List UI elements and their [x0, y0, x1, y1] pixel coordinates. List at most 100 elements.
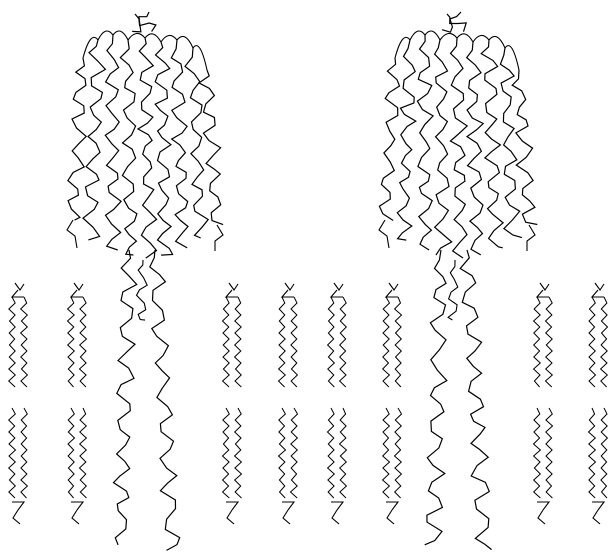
lipid-tail: [328, 408, 335, 498]
head-helix: [512, 70, 537, 225]
lipid-head-upper: [74, 283, 83, 290]
stalk-helix: [150, 250, 180, 550]
head-helix: [467, 42, 484, 255]
head-helix: [105, 35, 121, 250]
head-helix: [397, 40, 416, 240]
lipid-tail: [223, 297, 230, 387]
lipid-tail: [340, 297, 347, 387]
lipid-glycerol-lower: [537, 502, 549, 510]
helix-cap: [442, 12, 461, 32]
head-helix: [83, 40, 105, 240]
lipid-head-upper: [540, 283, 549, 290]
head-helix: [138, 38, 157, 258]
lipid-head-lower: [283, 510, 290, 524]
lipid-glycerol-upper: [537, 290, 549, 297]
head-helix: [417, 35, 433, 250]
lipid-glycerol-lower: [71, 502, 83, 510]
lipid-tail: [80, 408, 87, 498]
lipid-tail: [80, 297, 87, 387]
lipid-tail: [68, 297, 75, 387]
loop: [489, 36, 505, 48]
head-helix: [435, 40, 452, 255]
lipid-head-upper: [285, 283, 294, 290]
loop: [410, 31, 425, 40]
lipid-tail: [9, 408, 16, 498]
lipid-tail: [601, 408, 608, 498]
lipid-molecule: [223, 283, 242, 524]
head-helix: [379, 58, 399, 221]
lipid-tail: [279, 297, 286, 387]
head-helix: [185, 48, 208, 238]
lipid-molecule: [328, 283, 347, 524]
lipid-glycerol-upper: [282, 290, 294, 297]
lipid-head-lower: [227, 510, 234, 524]
lipid-glycerol-lower: [226, 502, 238, 510]
lipid-head-upper: [334, 283, 343, 290]
lipid-head-upper: [15, 283, 24, 290]
lipid-glycerol-upper: [331, 290, 343, 297]
lipid-head-upper: [389, 283, 398, 290]
lipid-molecule: [9, 283, 28, 524]
loop: [440, 33, 457, 40]
head-helix: [68, 58, 86, 220]
lipid-glycerol-upper: [226, 290, 238, 297]
lipid-glycerol-lower: [12, 502, 24, 510]
lipid-tail: [546, 408, 553, 498]
protein-left: [67, 12, 223, 550]
lipid-head-upper: [229, 283, 238, 290]
lipid-head-lower: [538, 510, 545, 524]
loop: [161, 35, 177, 42]
lipid-tail: [328, 297, 335, 387]
lipid-glycerol-lower: [592, 502, 604, 510]
loop: [473, 35, 489, 42]
lipid-head-upper: [595, 283, 604, 290]
lipid-tail: [21, 297, 28, 387]
stalk-helix: [137, 260, 148, 320]
head-helix: [155, 42, 172, 255]
lipid-molecule: [534, 283, 553, 524]
stalk-helix: [114, 250, 137, 545]
lipid-tail: [279, 408, 286, 498]
lipid-head-lower: [13, 510, 20, 524]
lipid-head-lower: [332, 510, 339, 524]
lipid-tail: [534, 408, 541, 498]
lipid-glycerol-upper: [12, 290, 24, 297]
lipid-molecule: [383, 283, 402, 524]
lipid-tail: [68, 408, 75, 498]
protein-right: [379, 12, 537, 550]
lipid-tail: [291, 408, 298, 498]
stalk-helix: [448, 260, 458, 320]
loop: [98, 31, 113, 40]
lipid-tail: [589, 297, 596, 387]
loop: [527, 225, 535, 251]
head-helix: [481, 40, 503, 248]
loop: [379, 220, 389, 248]
loop: [215, 225, 223, 251]
loop: [145, 34, 161, 42]
lipid-glycerol-upper: [71, 290, 83, 297]
lipid-tail: [235, 408, 242, 498]
lipid-tail: [340, 408, 347, 498]
lipid-tail: [395, 297, 402, 387]
stalk-helix: [425, 250, 447, 545]
lipid-tail: [21, 408, 28, 498]
lipid-tail: [395, 408, 402, 498]
lipid-tail: [546, 297, 553, 387]
lipid-tail: [383, 297, 390, 387]
head-helix: [120, 40, 137, 255]
lipid-glycerol-upper: [592, 290, 604, 297]
loop: [193, 46, 207, 70]
head-helix: [450, 38, 467, 258]
lipid-glycerol-lower: [331, 502, 343, 510]
lipid-glycerol-upper: [386, 290, 398, 297]
lipid-glycerol-lower: [386, 502, 398, 510]
helix-cap: [132, 12, 149, 32]
lipid-molecule: [589, 283, 608, 524]
head-helix: [199, 70, 223, 225]
lipid-molecule: [279, 283, 298, 524]
lipid-tail: [235, 297, 242, 387]
lipid-tail: [9, 297, 16, 387]
lipid-head-lower: [593, 510, 600, 524]
lipid-tail: [601, 297, 608, 387]
